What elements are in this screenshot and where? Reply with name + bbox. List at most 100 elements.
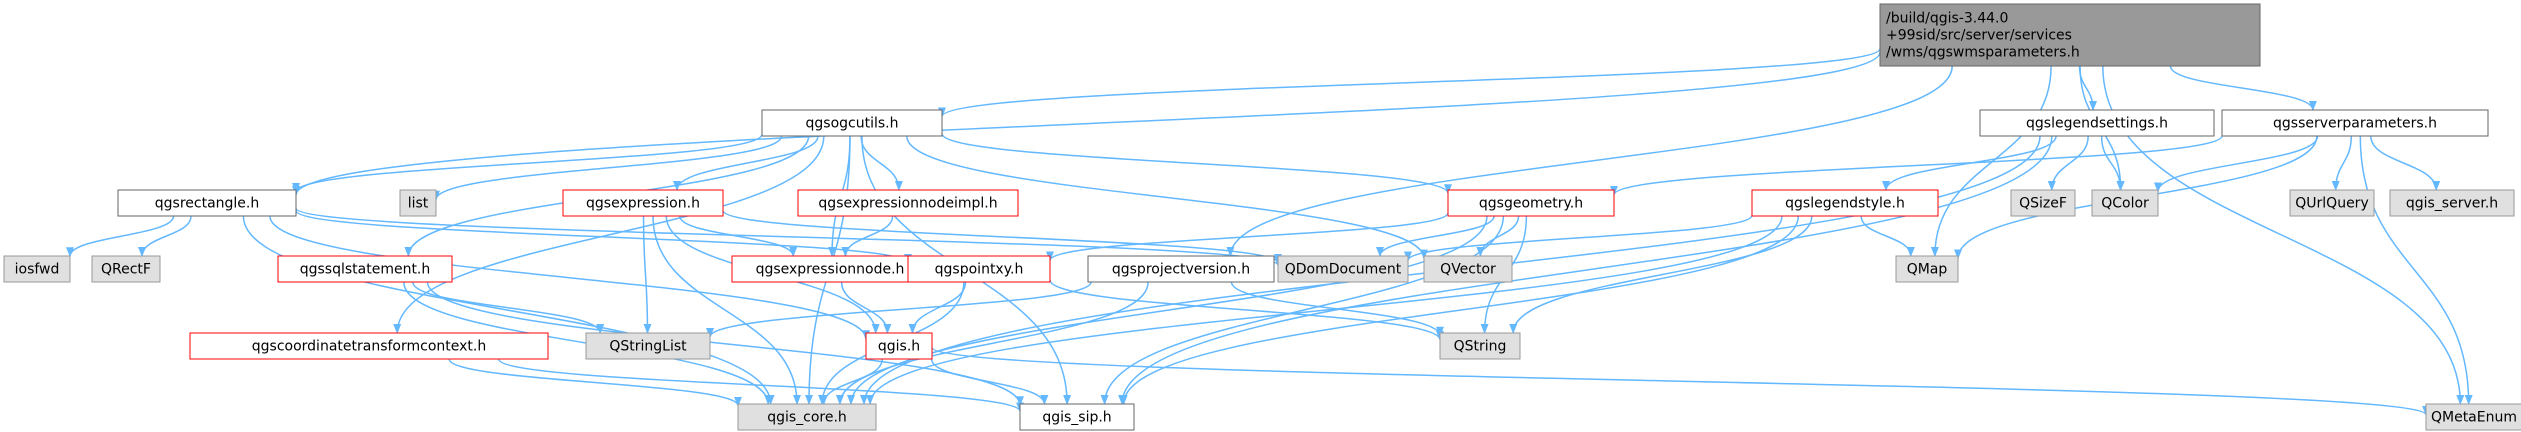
node-box	[2389, 189, 2515, 217]
node-label: QVector	[1440, 262, 1496, 278]
edge-legendstyle-to-qdomdocument	[1404, 214, 1753, 262]
node-qurlquery: QUrlQuery	[2289, 189, 2375, 217]
edge-line	[722, 209, 1282, 264]
edge-coordtransformctx-to-qgiscore	[448, 358, 742, 407]
node-box	[1979, 109, 2215, 137]
node-label: QStringList	[609, 339, 687, 355]
edge-sqlstatement-to-qstringlist	[412, 281, 605, 334]
node-box	[907, 255, 1051, 283]
node-qgiscore: qgis_core.h	[737, 403, 877, 431]
node-box	[1879, 3, 2261, 67]
node-label: list	[408, 196, 429, 212]
edge-line	[295, 207, 1282, 267]
edge-line	[2154, 135, 2319, 193]
edge-root-to-rectangle	[292, 51, 1881, 196]
edge-line	[642, 215, 652, 334]
node-box	[91, 255, 161, 283]
node-exprnode[interactable]: qgsexpressionnode.h	[731, 255, 929, 283]
node-box	[2221, 109, 2489, 137]
node-serverparameters[interactable]: qgsserverparameters.h	[2221, 109, 2489, 137]
node-qmetaenum: QMetaEnum	[2425, 403, 2521, 431]
edge-exprnode-to-qgish	[840, 281, 892, 334]
edge-expression-to-qdomdocument	[722, 209, 1282, 264]
edge-serverparameters-to-qmetaenum	[2359, 135, 2473, 405]
node-box	[2010, 189, 2076, 217]
edge-root-to-ogcutils	[938, 48, 1881, 118]
node-legendstyle[interactable]: qgslegendstyle.h	[1751, 189, 1939, 217]
edge-qgish-to-qgissip	[930, 358, 1049, 405]
node-projectversion[interactable]: qgsprojectversion.h	[1087, 255, 1275, 283]
node-rectangle[interactable]: qgsrectangle.h	[117, 189, 297, 217]
edge-line	[938, 48, 1881, 118]
edge-expression-to-qgiscore	[652, 215, 801, 405]
node-coordtransformctx[interactable]: qgscoordinatetransformcontext.h	[189, 332, 549, 360]
edge-ogcutils-to-rectangle	[292, 133, 763, 193]
edge-legendstyle-to-qmap	[1860, 215, 1915, 257]
edge-line	[930, 358, 1049, 405]
node-label: qgsexpression.h	[586, 196, 700, 212]
edge-line	[931, 346, 2430, 416]
edge-geometry-to-qdomdocument	[1376, 215, 1495, 257]
node-list: list	[399, 189, 437, 217]
edge-line	[292, 51, 1881, 196]
node-label: qgscoordinatetransformcontext.h	[252, 339, 486, 355]
edge-projectversion-to-qstring	[1230, 281, 1444, 337]
edge-line	[1860, 215, 1915, 257]
edge-line	[860, 135, 903, 191]
edge-legendstyle-to-qgissip	[1119, 215, 1800, 405]
edge-line	[2100, 135, 2125, 191]
edge-geometry-to-pointxy	[1046, 212, 1449, 262]
edge-rectangle-to-qgiscore	[242, 215, 775, 405]
node-label: qgspointxy.h	[935, 262, 1024, 278]
node-label: /wms/qgswmsparameters.h	[1886, 45, 2080, 61]
node-legendsettings[interactable]: qgslegendsettings.h	[1979, 109, 2215, 137]
edge-line	[138, 215, 192, 257]
node-sqlstatement[interactable]: qgssqlstatement.h	[277, 255, 453, 283]
node-box	[1087, 255, 1275, 283]
edge-serverparameters-to-qgisserver	[2370, 135, 2441, 191]
node-qgissip[interactable]: qgis_sip.h	[1019, 403, 1135, 431]
node-box	[399, 189, 437, 217]
node-geometry[interactable]: qgsgeometry.h	[1447, 189, 1615, 217]
edge-projectversion-to-qstringlist	[706, 281, 1092, 338]
node-box	[2289, 189, 2375, 217]
node-label: qgsprojectversion.h	[1112, 262, 1250, 278]
node-exprnodeimpl[interactable]: qgsexpressionnodeimpl.h	[797, 189, 1019, 217]
node-root[interactable]: /build/qgis-3.44.0+99sid/src/server/serv…	[1879, 3, 2261, 67]
node-box	[731, 255, 929, 283]
node-qgish[interactable]: qgis.h	[865, 332, 933, 360]
node-box	[761, 109, 943, 137]
node-box	[1019, 403, 1135, 431]
edge-line	[1230, 281, 1444, 337]
edge-serverparameters-to-qurlquery	[2331, 135, 2353, 191]
node-label: QColor	[2101, 196, 2149, 212]
node-expression[interactable]: qgsexpression.h	[562, 189, 724, 217]
node-label: qgis_sip.h	[1042, 410, 1111, 426]
edge-ogcutils-to-exprnodeimpl	[860, 135, 903, 191]
edge-legendsettings-to-qsizef	[2047, 135, 2089, 191]
node-label: QSizeF	[2019, 196, 2067, 212]
edge-projectversion-to-qgiscore	[835, 281, 1149, 405]
node-pointxy[interactable]: qgspointxy.h	[907, 255, 1051, 283]
edge-line	[1100, 215, 1505, 405]
node-box	[865, 332, 933, 360]
node-label: qgsserverparameters.h	[2273, 116, 2437, 132]
edge-expression-to-exprnode	[679, 215, 798, 257]
edge-line	[448, 358, 742, 407]
edge-line	[847, 215, 1488, 405]
node-label: QRectF	[101, 262, 151, 278]
node-box	[1751, 189, 1939, 217]
edge-ogcutils-to-list	[432, 135, 783, 201]
edge-line	[497, 358, 1024, 413]
node-label: qgssqlstatement.h	[300, 262, 431, 278]
node-label: qgsogcutils.h	[806, 116, 899, 132]
edge-line	[819, 358, 883, 405]
node-label: QMap	[1907, 262, 1948, 278]
edge-line	[66, 215, 175, 258]
edge-line	[242, 215, 775, 405]
node-ogcutils[interactable]: qgsogcutils.h	[761, 109, 943, 137]
node-label: qgsrectangle.h	[155, 196, 259, 212]
edge-rectangle-to-qdomdocument	[295, 207, 1282, 267]
node-label: qgsexpressionnodeimpl.h	[818, 196, 997, 212]
